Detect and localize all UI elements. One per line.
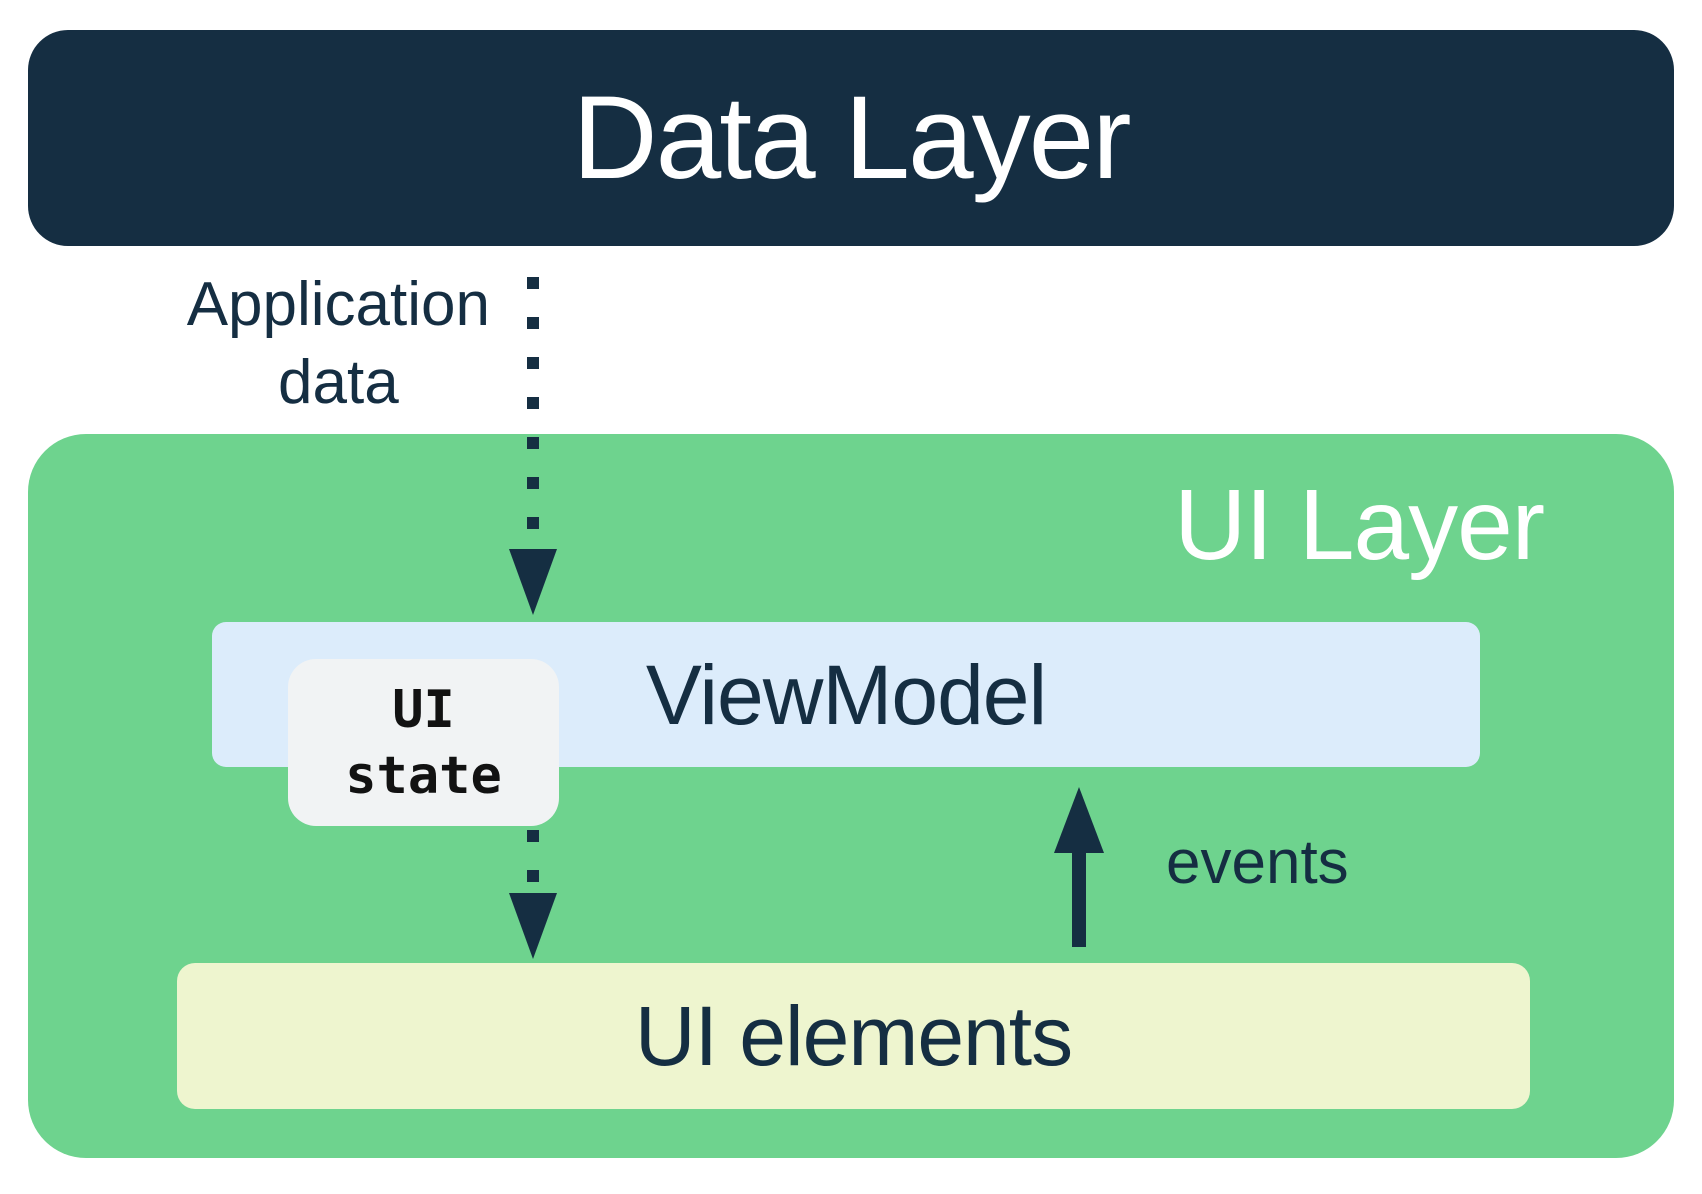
events-arrowhead-icon [1054,787,1104,853]
ui-state-label-line1: UI [392,679,455,740]
application-data-label: Application data [187,266,490,422]
data-layer-box: Data Layer [28,30,1674,246]
events-arrow-line [1072,853,1086,947]
ui-state-box: UI state [288,659,559,826]
application-data-arrow-line [527,277,539,531]
ui-state-arrowhead-icon [509,893,557,959]
ui-state-arrow-line [527,830,539,890]
ui-layer-label: UI Layer [1174,469,1545,581]
application-data-arrowhead-icon [509,549,557,615]
ui-elements-box: UI elements [177,963,1530,1109]
ui-state-label-line2: state [345,745,502,806]
data-layer-label: Data Layer [572,72,1131,204]
viewmodel-label: ViewModel [645,647,1047,742]
application-data-label-line1: Application [186,270,490,339]
application-data-label-line2: data [278,348,399,417]
ui-elements-label: UI elements [634,989,1073,1083]
events-label: events [1166,828,1349,897]
